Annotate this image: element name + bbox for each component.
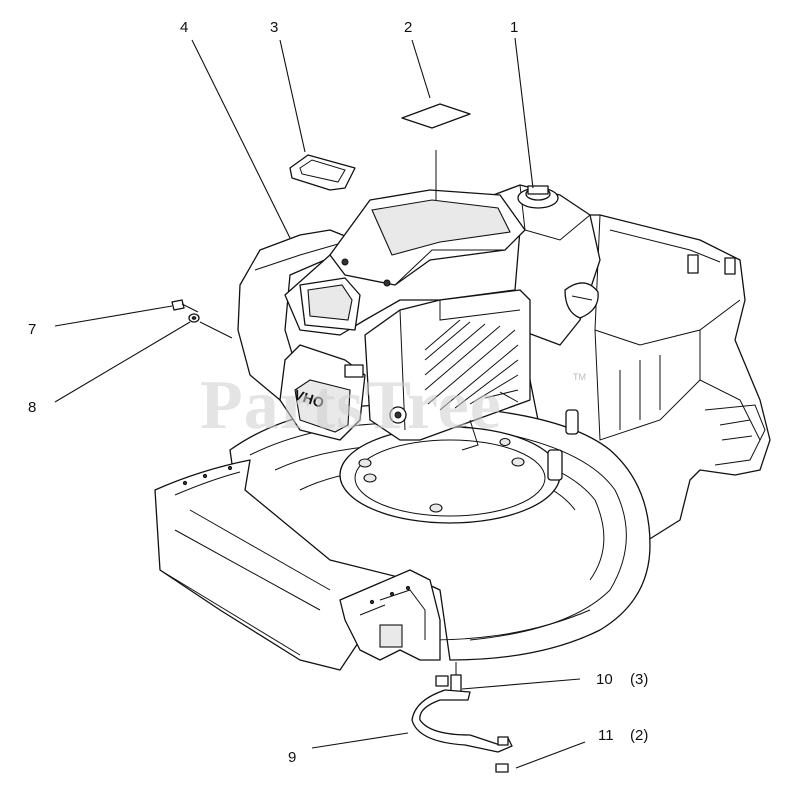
callout-10-qty: (3) [630, 671, 648, 688]
leader-10 [461, 678, 581, 690]
callout-labels: 1 2 3 4 7 8 9 10 (3) 11 (2) [28, 19, 648, 766]
leader-8 [54, 321, 191, 403]
leader-7 [54, 305, 173, 327]
screw-item-11 [495, 736, 509, 773]
bracket-item-9 [411, 689, 513, 753]
callout-1: 1 [510, 19, 518, 36]
watermark-tm: TM [573, 372, 586, 382]
leader-1 [514, 37, 534, 189]
cooling-grille [424, 319, 519, 411]
callout-2: 2 [404, 19, 412, 36]
callout-11: 11 [598, 727, 614, 744]
screw-item-7 [171, 299, 199, 313]
callout-7: 7 [28, 321, 36, 338]
leader-2 [411, 39, 431, 99]
leader-3 [279, 39, 306, 153]
gasket-item-3 [289, 154, 356, 191]
leader-4 [191, 39, 291, 239]
watermark: PartsTree TM [200, 367, 586, 444]
callout-3: 3 [270, 19, 278, 36]
decal-item-2 [401, 103, 471, 129]
engine: OHV [237, 184, 601, 451]
washer-item-8 [188, 313, 200, 323]
watermark-text: PartsTree [200, 367, 502, 444]
callout-10: 10 [596, 671, 613, 688]
callout-9: 9 [288, 749, 296, 766]
leader-9 [311, 732, 409, 749]
callout-4: 4 [180, 19, 188, 36]
leader-11 [515, 741, 586, 769]
callout-11-qty: (2) [630, 727, 648, 744]
leader-lines [54, 37, 586, 769]
callout-8: 8 [28, 399, 36, 416]
